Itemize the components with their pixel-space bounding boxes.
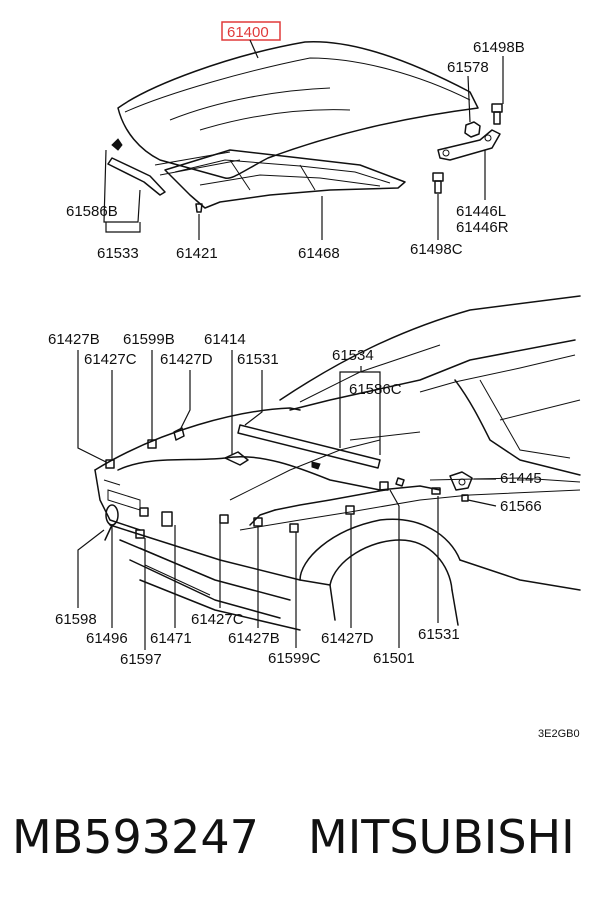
hood-panel bbox=[117, 41, 479, 209]
label-61427C-top[interactable]: 61427C bbox=[84, 351, 137, 368]
label-61597[interactable]: 61597 bbox=[120, 651, 162, 668]
hood-part-number: 61400 bbox=[227, 24, 269, 41]
hood-support-rod bbox=[237, 424, 381, 470]
hood-hinge bbox=[437, 129, 501, 161]
label-61498B[interactable]: 61498B bbox=[473, 39, 525, 56]
label-61427B-bottom[interactable]: 61427B bbox=[228, 630, 280, 647]
label-61531-top[interactable]: 61531 bbox=[237, 351, 279, 368]
label-61421[interactable]: 61421 bbox=[176, 245, 218, 262]
part-number: MB593247 bbox=[12, 810, 259, 864]
label-61427D-top[interactable]: 61427D bbox=[160, 351, 213, 368]
nut-61578 bbox=[464, 121, 481, 138]
label-61496[interactable]: 61496 bbox=[86, 630, 128, 647]
label-61578[interactable]: 61578 bbox=[447, 59, 489, 76]
label-61599C[interactable]: 61599C bbox=[268, 650, 321, 667]
label-61586B[interactable]: 61586B bbox=[66, 203, 118, 220]
hood-parts-diagram: 61400 61586B 61533 61421 61468 61498B 61… bbox=[48, 21, 581, 740]
label-61471[interactable]: 61471 bbox=[150, 630, 192, 647]
label-61566[interactable]: 61566 bbox=[500, 498, 542, 515]
label-61501[interactable]: 61501 bbox=[373, 650, 415, 667]
bolt-61498C bbox=[432, 172, 444, 194]
label-61586C[interactable]: 61586C bbox=[349, 381, 402, 398]
label-61534[interactable]: 61534 bbox=[332, 347, 374, 364]
brand-name: MITSUBISHI bbox=[308, 810, 575, 864]
label-61445[interactable]: 61445 bbox=[500, 470, 542, 487]
clips-lower bbox=[105, 427, 441, 539]
label-61427C-bottom[interactable]: 61427C bbox=[191, 611, 244, 628]
hood-part-label[interactable]: 61400 bbox=[221, 21, 281, 41]
hood-latch bbox=[449, 471, 473, 502]
label-61533[interactable]: 61533 bbox=[97, 245, 139, 262]
label-61468[interactable]: 61468 bbox=[298, 245, 340, 262]
label-61498C[interactable]: 61498C bbox=[410, 241, 463, 258]
figure-code: 3E2GB0 bbox=[538, 728, 580, 740]
label-61598[interactable]: 61598 bbox=[55, 611, 97, 628]
label-61427B-top[interactable]: 61427B bbox=[48, 331, 100, 348]
label-61427D-bottom[interactable]: 61427D bbox=[321, 630, 374, 647]
label-61531-bottom[interactable]: 61531 bbox=[418, 626, 460, 643]
label-61446L[interactable]: 61446L bbox=[456, 203, 506, 220]
label-61414[interactable]: 61414 bbox=[204, 331, 246, 348]
seal-strip bbox=[107, 138, 166, 196]
hood-release-cable bbox=[117, 451, 441, 526]
label-61446R[interactable]: 61446R bbox=[456, 219, 509, 236]
bolt-61498B bbox=[491, 103, 503, 125]
footer: MB593247 MITSUBISHI bbox=[0, 800, 600, 880]
label-61599B[interactable]: 61599B bbox=[123, 331, 175, 348]
clip-61421 bbox=[195, 203, 203, 213]
